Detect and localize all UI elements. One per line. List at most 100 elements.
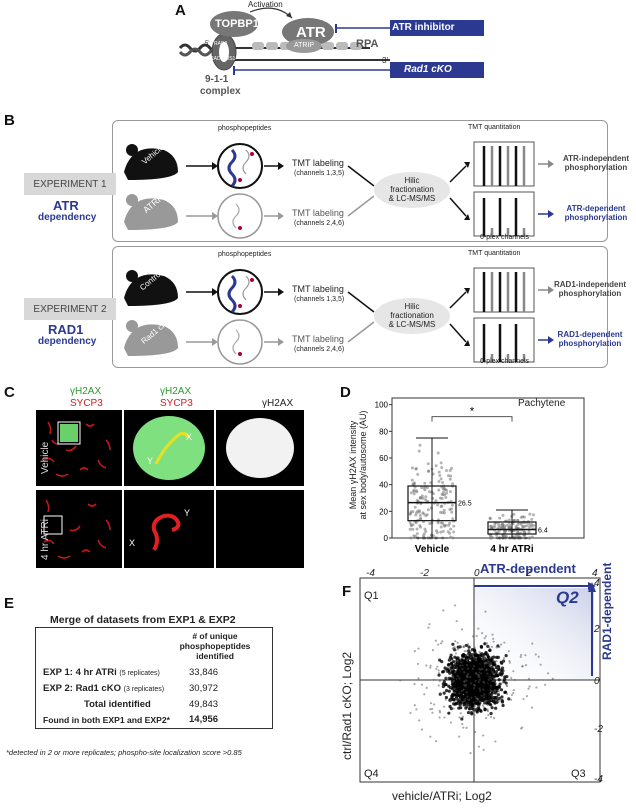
scatter-point: [416, 662, 420, 666]
box-point: [490, 536, 494, 540]
y-tick-label: 60: [379, 454, 388, 463]
scatter-point: [440, 659, 444, 664]
box-point: [523, 530, 527, 534]
scatter-point: [477, 745, 481, 748]
scatter-point: [474, 704, 477, 707]
box-point: [444, 495, 448, 499]
scatter-point: [461, 676, 465, 681]
scatter-point: [480, 694, 483, 697]
scatter-point: [467, 645, 470, 648]
exp2-phosphopeptides: phosphopeptides: [218, 251, 272, 258]
complex-label-2: complex: [200, 86, 241, 97]
scatter-point: [465, 664, 469, 667]
box-chart-title: Pachytene: [518, 398, 566, 409]
box-point: [410, 478, 414, 482]
scatter-point: [413, 650, 416, 653]
box-point: [439, 461, 443, 465]
scatter-chart: [359, 577, 601, 783]
scatter-point: [443, 716, 446, 719]
exp2-tmt-quant: TMT quantitation: [468, 250, 521, 257]
scatter-point: [454, 701, 458, 705]
scatter-point: [465, 679, 468, 682]
scatter-point: [469, 707, 472, 710]
box-point: [451, 482, 455, 486]
scatter-point: [481, 704, 485, 707]
box-point: [501, 513, 505, 517]
scatter-point: [469, 675, 472, 679]
box-point: [515, 526, 519, 530]
scatter-point: [437, 684, 440, 687]
scatter-point: [496, 655, 500, 659]
scatter-point: [399, 679, 402, 682]
scatter-point: [475, 634, 478, 638]
scatter-point: [451, 647, 454, 650]
scatter-point: [492, 672, 495, 676]
scatter-point: [487, 713, 490, 717]
scatter-point: [457, 648, 460, 651]
scatter-point: [506, 692, 509, 696]
scatter-point: [482, 734, 485, 737]
box-point: [439, 525, 443, 529]
scatter-point: [489, 684, 493, 687]
scatter-point: [456, 683, 460, 688]
exp2-graphics: [124, 267, 554, 365]
scatter-point: [486, 672, 489, 675]
scatter-point: [488, 647, 491, 650]
scatter-point: [473, 660, 478, 664]
scatter-point: [413, 704, 416, 707]
box-point: [505, 523, 509, 527]
scatter-point: [464, 654, 467, 657]
scatter-point: [464, 685, 467, 688]
scatter-point: [464, 705, 467, 708]
scatter-point: [459, 664, 462, 667]
scatter-xlabel: vehicle/ATRi; Log2: [392, 789, 492, 803]
scatter-point: [469, 656, 473, 659]
scatter-point: [436, 665, 439, 668]
scatter-point: [438, 716, 441, 719]
scatter-point: [473, 657, 477, 661]
scatter-point: [444, 676, 448, 679]
scatter-point: [437, 669, 440, 672]
scatter-point: [468, 696, 472, 700]
scatter-point: [458, 735, 461, 738]
table-row-2-label: EXP 2: Rad1 cKO: [43, 683, 121, 694]
scatter-point: [495, 674, 499, 678]
scatter-point: [417, 647, 420, 650]
rad1-dependent-label: RAD1-dependent: [600, 562, 614, 660]
scatter-point: [531, 642, 534, 645]
scatter-point: [467, 667, 470, 670]
box-point: [423, 481, 427, 485]
scatter-point: [462, 726, 465, 729]
y-tick-label: 4: [594, 578, 600, 589]
scatter-point: [444, 682, 448, 687]
scatter-point: [492, 640, 495, 643]
scatter-point: [508, 661, 511, 664]
scatter-point: [460, 628, 464, 631]
scatter-point: [465, 726, 468, 729]
scatter-point: [512, 691, 515, 695]
scatter-point: [537, 655, 540, 658]
box-point: [412, 492, 416, 496]
scatter-point: [501, 660, 504, 663]
scatter-point: [413, 682, 416, 686]
table-row-4-value: 14,956: [189, 714, 219, 725]
q1-label: Q1: [364, 590, 379, 602]
scatter-point: [447, 684, 451, 688]
scatter-point: [453, 689, 457, 693]
box-point: [422, 532, 426, 536]
topbp1-label: TOPBP1: [215, 18, 259, 30]
zoom-atri-y: Y: [184, 508, 191, 518]
scatter-point: [438, 709, 441, 712]
scatter-point: [470, 660, 475, 664]
scatter-point: [492, 656, 495, 659]
box-point: [420, 486, 424, 490]
box-point: [409, 524, 413, 528]
scatter-point: [492, 637, 495, 640]
scatter-point: [496, 693, 500, 697]
scatter-point: [453, 665, 456, 668]
box-point: [438, 473, 442, 477]
scatter-point: [463, 663, 467, 667]
scatter-point: [502, 681, 505, 684]
scatter-point: [478, 657, 483, 661]
scatter-point: [425, 664, 428, 667]
